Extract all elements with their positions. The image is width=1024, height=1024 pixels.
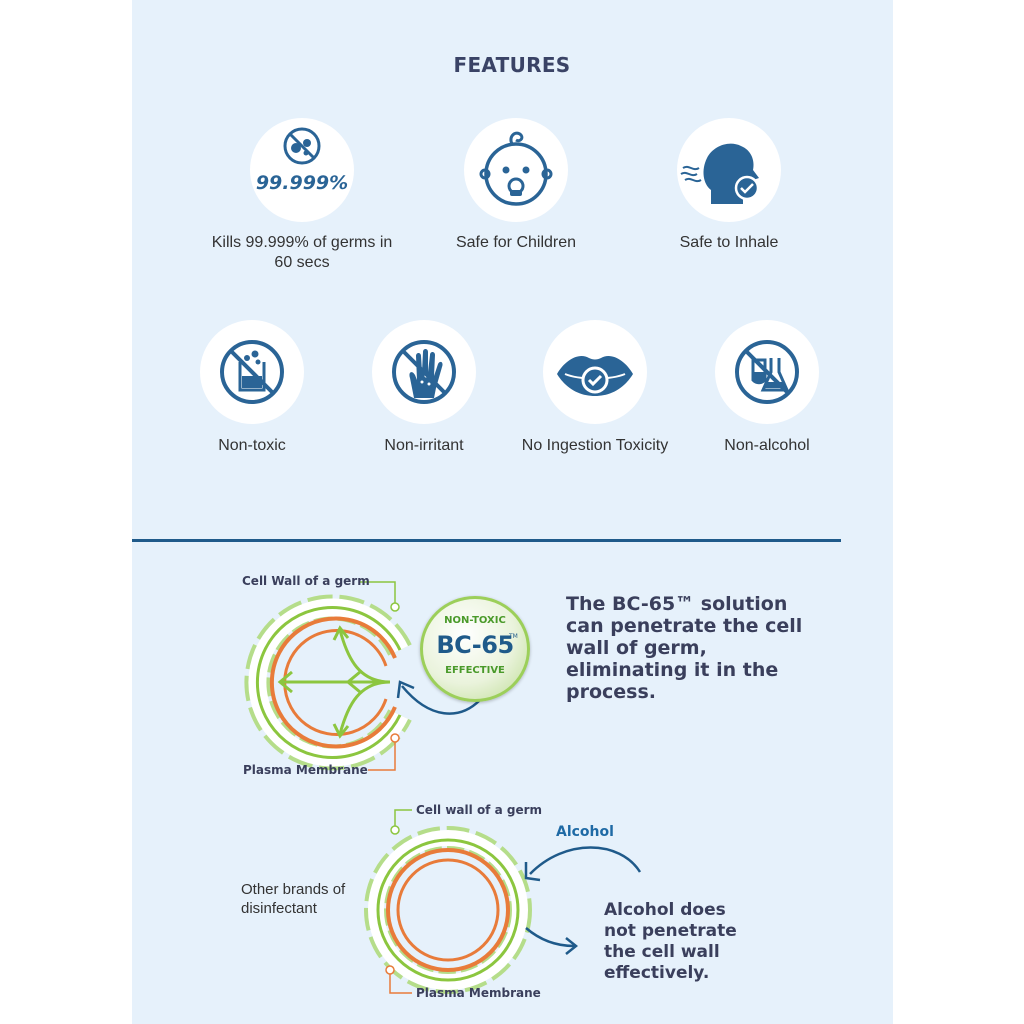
bc65-badge-bottom: EFFECTIVE: [445, 665, 505, 676]
feature-nontoxic-circle: [200, 320, 304, 424]
bc65-cell-wall-label: Cell Wall of a germ: [242, 574, 370, 588]
no-toxic-beaker-icon: [220, 340, 284, 404]
alcohol-cell-diagram: [364, 809, 642, 994]
baby-icon: [479, 131, 553, 206]
section-divider: [132, 539, 841, 542]
feature-nonalcohol-circle: [715, 320, 819, 424]
feature-ingestion-circle: [543, 320, 647, 424]
alcohol-arrow-label: Alcohol: [556, 824, 614, 840]
bc65-plasma-label: Plasma Membrane: [243, 763, 368, 777]
lips-check-icon: [557, 355, 633, 396]
bc65-description: The BC-65™ solution can penetrate the ce…: [566, 593, 803, 703]
bc65-badge-tm: TM: [509, 633, 518, 640]
no-irritant-hand-icon: [392, 340, 456, 404]
no-germs-icon: [283, 127, 321, 165]
bc65-badge: NON-TOXIC BC-65 TM EFFECTIVE: [420, 596, 530, 702]
bc65-badge-top: NON-TOXIC: [444, 615, 506, 626]
germ-kill-badge: 99.999%: [255, 172, 349, 194]
feature-label-children: Safe for Children: [455, 234, 577, 251]
feature-label-germs: Kills 99.999% of germs in 60 secs: [211, 234, 393, 271]
feature-label-nonirritant: Non-irritant: [384, 437, 464, 454]
feature-germs-circle: 99.999%: [250, 118, 354, 222]
alcohol-description: Alcohol does not penetrate the cell wall…: [604, 900, 737, 983]
feature-label-ingestion: No Ingestion Toxicity: [521, 437, 669, 454]
feature-label-nonalcohol: Non-alcohol: [724, 437, 810, 454]
alcohol-cell-wall-label: Cell wall of a germ: [416, 803, 543, 817]
bc65-cell-diagram: [244, 581, 481, 771]
bc65-badge-main: BC-65: [436, 631, 514, 659]
features-title: FEATURES: [453, 53, 571, 77]
inhale-face-icon: [680, 143, 760, 204]
no-alcohol-flask-icon: [735, 340, 799, 404]
feature-inhale-circle: [677, 118, 781, 222]
feature-nonirritant-circle: [372, 320, 476, 424]
alcohol-plasma-label: Plasma Membrane: [416, 986, 541, 1000]
feature-label-inhale: Safe to Inhale: [679, 234, 779, 251]
feature-children-circle: [464, 118, 568, 222]
feature-label-nontoxic: Non-toxic: [218, 437, 286, 454]
other-brands-label: Other brands of disinfectant: [241, 881, 346, 917]
